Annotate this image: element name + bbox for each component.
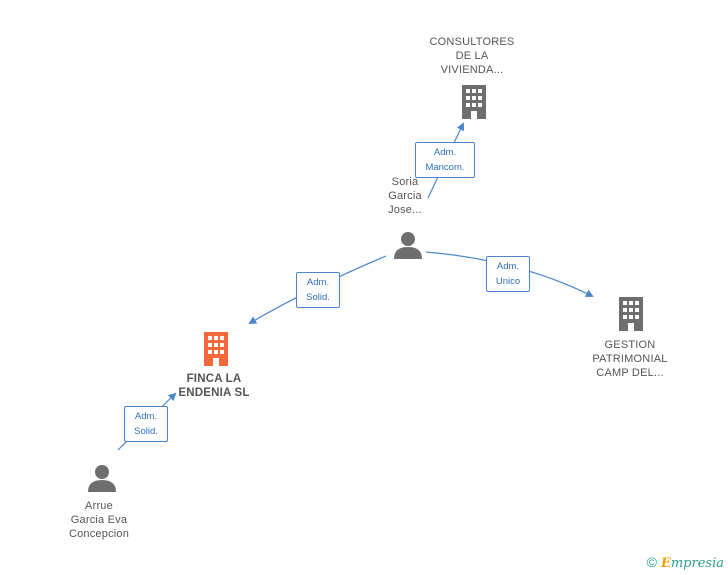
node-label-consultores[interactable]: CONSULTORES DE LA VIVIENDA... bbox=[429, 36, 515, 76]
building-icon[interactable] bbox=[616, 297, 646, 331]
person-icon[interactable] bbox=[87, 463, 117, 493]
node-label-gestion[interactable]: GESTION PATRIMONIAL CAMP DEL... bbox=[592, 339, 668, 379]
copyright-icon: © bbox=[646, 554, 657, 570]
edge-label-soria-finca: Adm. Solid. bbox=[296, 272, 340, 308]
edge-label-arrue-finca: Adm. Solid. bbox=[124, 406, 168, 442]
edge-label-soria-consultores: Adm. Mancom. bbox=[415, 142, 475, 178]
edge-label-soria-gestion: Adm. Unico bbox=[486, 256, 530, 292]
node-label-arrue[interactable]: Arrue Garcia Eva Concepcion bbox=[68, 500, 130, 540]
building-icon[interactable] bbox=[201, 332, 231, 366]
building-icon[interactable] bbox=[459, 85, 489, 119]
node-label-finca[interactable]: FINCA LA ENDENIA SL bbox=[178, 373, 250, 399]
node-label-soria[interactable]: Soria Garcia Jose... bbox=[388, 176, 422, 216]
brand-logo: Empresia bbox=[660, 556, 724, 571]
person-icon[interactable] bbox=[393, 230, 423, 260]
brand-footer[interactable]: ©Empresia bbox=[647, 554, 724, 571]
